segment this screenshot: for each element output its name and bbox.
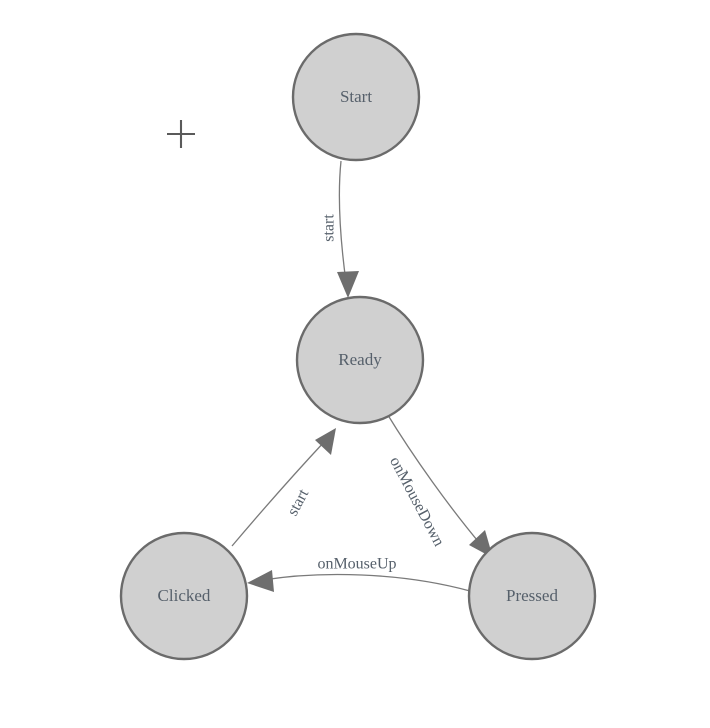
- edge-path-pressed-to-clicked: [262, 573, 471, 592]
- edge-label-start-to-ready: start: [321, 214, 338, 242]
- edge-path-start-to-ready: [338, 160, 347, 283]
- node-ready[interactable]: Ready: [295, 295, 425, 425]
- edge-label-ready-to-pressed: onMouseDown: [386, 454, 447, 549]
- node-pressed[interactable]: Pressed: [467, 531, 597, 661]
- node-ready-label: Ready: [338, 350, 382, 369]
- edge-pressed-to-clicked[interactable]: onMouseUp: [247, 556, 471, 592]
- edge-path-clicked-to-ready: [231, 440, 326, 547]
- node-ready-circle[interactable]: [295, 295, 425, 425]
- node-start[interactable]: Start: [291, 32, 421, 162]
- edge-clicked-to-ready[interactable]: start: [231, 428, 336, 547]
- arrowhead-clicked-to-ready: [315, 428, 336, 455]
- node-start-circle[interactable]: [291, 32, 421, 162]
- node-pressed-label: Pressed: [506, 586, 558, 605]
- node-clicked-circle[interactable]: [119, 531, 249, 661]
- crosshair-icon: [167, 120, 195, 148]
- node-clicked-label: Clicked: [158, 586, 211, 605]
- arrowhead-pressed-to-clicked: [247, 570, 274, 592]
- edge-ready-to-pressed[interactable]: onMouseDown: [385, 411, 493, 558]
- node-pressed-circle[interactable]: [467, 531, 597, 661]
- edge-start-to-ready[interactable]: start: [321, 160, 359, 298]
- arrowhead-start-to-ready: [337, 271, 359, 298]
- edge-path-ready-to-pressed: [385, 411, 483, 547]
- edge-label-clicked-to-ready: start: [284, 486, 312, 519]
- node-clicked[interactable]: Clicked: [119, 531, 249, 661]
- node-start-label: Start: [340, 87, 372, 106]
- edge-label-pressed-to-clicked: onMouseUp: [317, 556, 396, 573]
